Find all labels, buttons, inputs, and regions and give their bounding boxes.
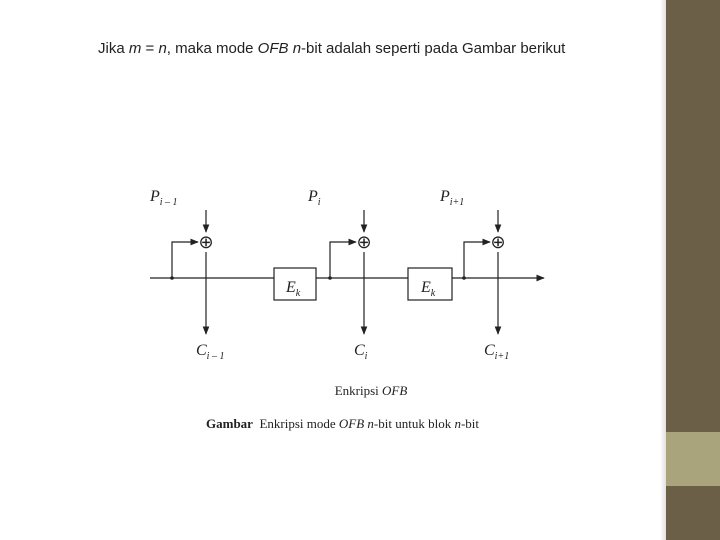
sidebar-decoration-top — [666, 0, 720, 432]
input-label-p-i: Pi — [307, 188, 321, 208]
encrypt-label-2: Ek — [420, 279, 436, 299]
xor-icon-1: ⊕ — [198, 232, 213, 252]
output-label-c-i-plus-1: Ci+1 — [484, 342, 509, 362]
sidebar-decoration-bottom — [666, 486, 720, 540]
sidebar-decoration-accent — [666, 432, 720, 486]
output-label-c-i: Ci — [354, 342, 368, 362]
encrypt-box-2 — [407, 267, 453, 301]
xor-icon-2: ⊕ — [356, 232, 371, 252]
branch-to-xor-3 — [463, 238, 491, 278]
input-label-p-i-minus-1: Pi – 1 — [149, 188, 178, 208]
branch-to-xor-2 — [329, 238, 357, 278]
diagram-subtitle: Enkripsi OFB — [335, 383, 408, 398]
encrypt-label-1: Ek — [285, 279, 301, 299]
figure-caption: Gambar Enkripsi mode OFB n-bit untuk blo… — [206, 416, 479, 431]
xor-icon-3: ⊕ — [490, 232, 505, 252]
branch-to-xor-1 — [171, 238, 199, 278]
input-label-p-i-plus-1: Pi+1 — [439, 188, 464, 208]
slide-heading: Jika m = n, maka mode OFB n-bit adalah s… — [98, 40, 566, 57]
encrypt-box-1 — [273, 267, 317, 301]
ofb-diagram: ⊕ ⊕ ⊕ Pi – 1 Pi Pi+1 Ek Ek Ci – 1 Ci Ci+… — [149, 188, 545, 431]
output-label-c-i-minus-1: Ci – 1 — [196, 342, 224, 362]
sidebar-shadow — [660, 0, 666, 540]
